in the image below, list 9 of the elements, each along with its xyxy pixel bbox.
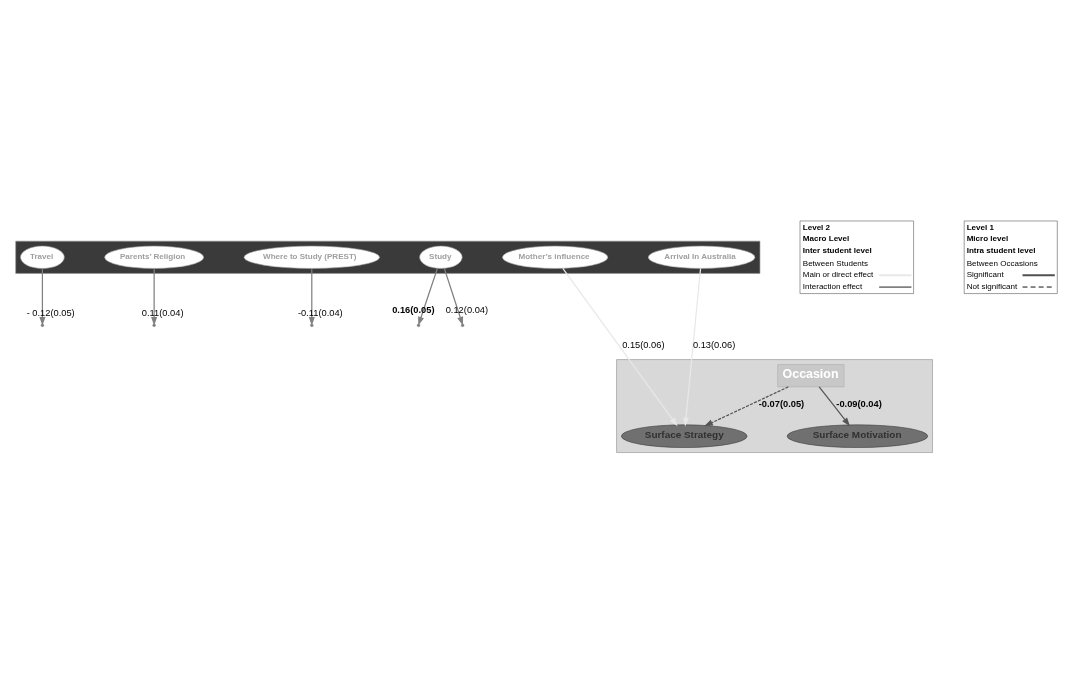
edge-label: 0.16(0.05)	[392, 304, 435, 315]
edge-label: -0.11(0.04)	[297, 307, 343, 317]
edge-label: 0.13(0.06)	[692, 339, 736, 350]
edge-label: 0.12(0.04)	[445, 304, 489, 315]
edge-label: 0.15(0.06)	[622, 339, 665, 350]
edge-label: -0.09(0.04)	[836, 398, 882, 409]
edge-label: -0.07(0.05)	[758, 398, 805, 409]
edge-label: - 0.12(0.05)	[26, 307, 75, 317]
edge-label: 0.11(0.04)	[141, 307, 184, 317]
